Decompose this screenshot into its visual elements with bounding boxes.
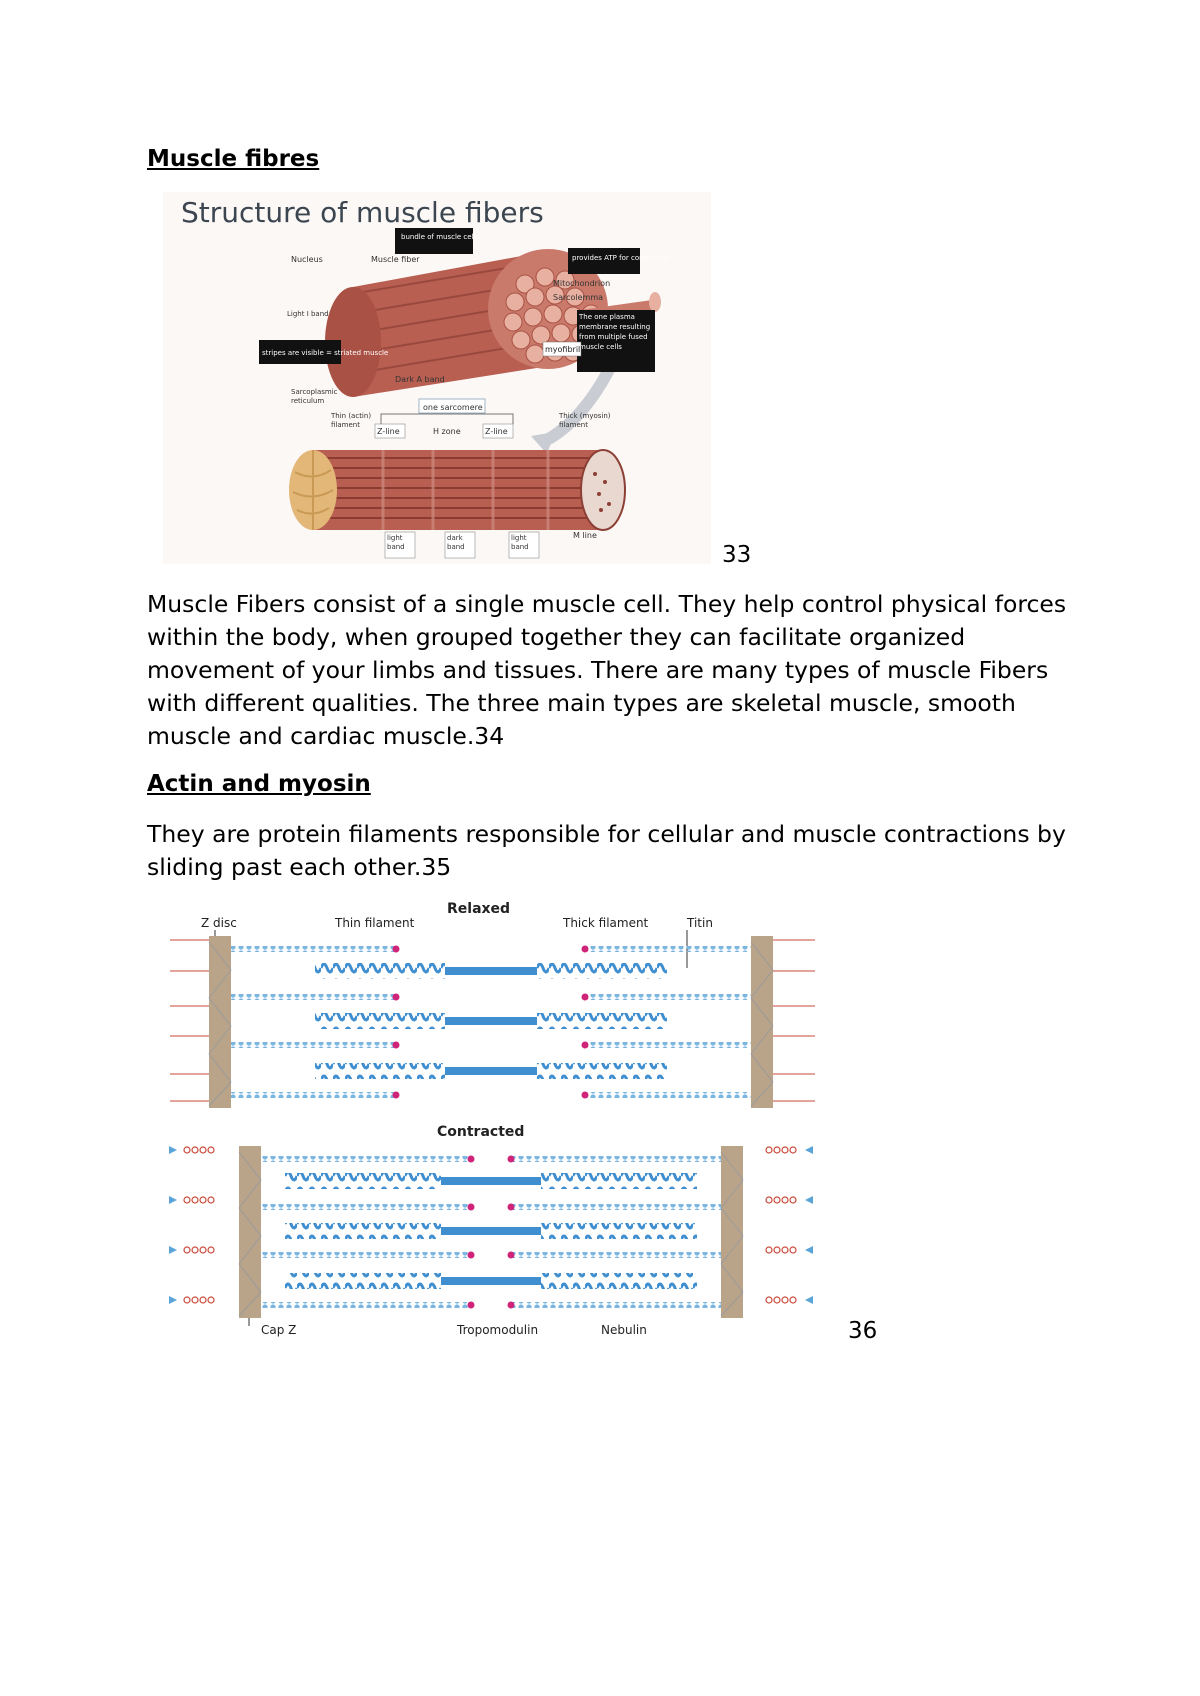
section-heading-muscle-fibres: Muscle fibres [147,146,320,172]
label-z-line-2: Z-line [485,427,508,436]
label-one-sarcomere: one sarcomere [423,403,483,412]
label-light-band-2: light band [511,534,529,551]
label-dark-a-band: Dark A band [395,375,445,384]
paragraph-muscle-fibres: Muscle Fibers consist of a single muscle… [147,590,1067,750]
paragraph-actin-myosin: They are protein filaments responsible f… [147,820,1066,881]
label-mitochondrion: Mitochondrion [553,279,610,288]
figure-ref-33: 33 [722,542,752,568]
label-sarcoplasmic: Sarcoplasmic reticulum [291,388,338,405]
label-nebulin: Nebulin [601,1323,647,1337]
label-thin-filament-2: Thin filament [334,916,415,930]
label-thin-filament: Thin (actin) filament [331,412,372,429]
section-heading-actin-myosin: Actin and myosin [147,771,371,797]
label-tropomodulin: Tropomodulin [456,1323,538,1337]
label-sarcolemma: Sarcolemma [553,293,603,302]
label-z-disc: Z disc [201,916,237,930]
label-stripes: stripes are visible = striated muscle [262,349,388,357]
label-light-i-band: Light I band [287,310,329,318]
label-muscle-fiber: Muscle fiber [371,255,420,264]
label-z-line-1: Z-line [377,427,400,436]
label-titin: Titin [686,916,713,930]
figure1-title: Structure of muscle fibers [181,196,544,229]
relaxed-title: Relaxed [447,901,510,917]
label-bundle: bundle of muscle cells [401,233,479,241]
label-cap-z: Cap Z [261,1323,296,1337]
label-h-zone: H zone [433,427,461,436]
label-thick-filament: Thick (myosin) filament [559,412,611,429]
sarcomere-relaxed-contracted-figure: Relaxed Z disc Thin filament Thick filam… [165,896,825,1338]
label-myofibril: myofibril [545,345,580,354]
contracted-title: Contracted [437,1124,524,1140]
label-m-line: M line [573,531,597,540]
label-dark-band: dark band [447,534,465,551]
figure-ref-36: 36 [848,1318,878,1344]
label-provides-atp: provides ATP for contraction [572,254,671,262]
label-thick-filament-2: Thick filament [562,916,649,930]
label-plasma-membrane: The one plasma membrane resulting from m… [579,313,651,351]
label-nucleus: Nucleus [291,255,323,264]
label-light-band-1: light band [387,534,405,551]
muscle-fiber-structure-figure: Structure of muscle fibers bundle of mus… [163,192,711,564]
